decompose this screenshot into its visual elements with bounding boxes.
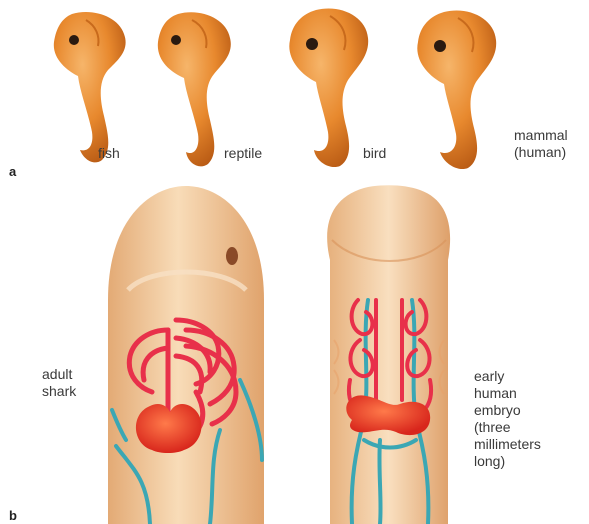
human-embryo-illustration [327, 185, 450, 524]
human-embryo-label: early human embryo (three millimeters lo… [474, 368, 541, 470]
shark-label: adult shark [42, 366, 76, 400]
embryo-label-fish: fish [98, 145, 120, 162]
panel-label-a: a [9, 164, 16, 179]
embryo-label-bird: bird [363, 145, 386, 162]
embryo-label-reptile: reptile [224, 145, 262, 162]
embryo-bird [289, 8, 368, 167]
shark-illustration [108, 186, 264, 524]
embryo-reptile [158, 12, 231, 166]
embryo-fish [54, 12, 126, 162]
panel-label-b: b [9, 508, 17, 523]
embryo-mammal [417, 10, 496, 169]
embryo-label-mammal: mammal (human) [514, 127, 568, 161]
